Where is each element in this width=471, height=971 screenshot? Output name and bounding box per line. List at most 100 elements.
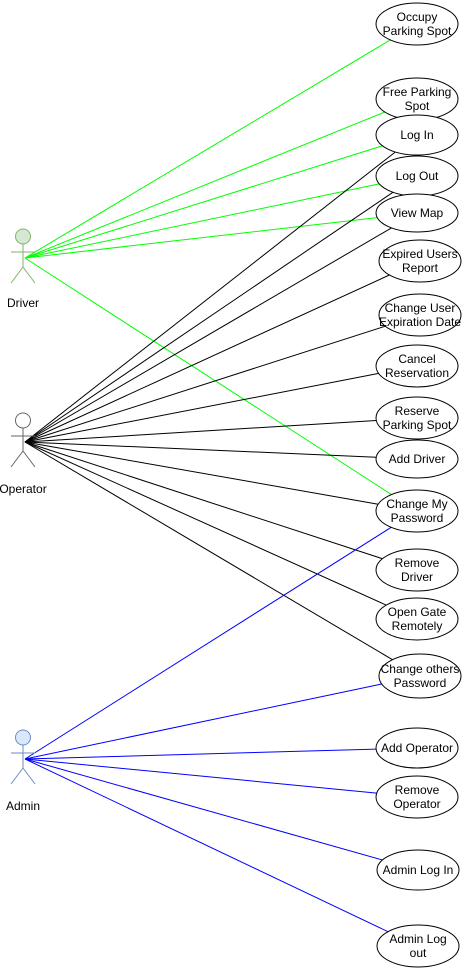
association-operator-add-driver <box>24 441 377 458</box>
use-case-view-map[interactable]: View Map <box>375 193 459 233</box>
association-operator-cancel-reservation <box>24 372 379 443</box>
use-case-label: Open Gate <box>388 605 447 619</box>
use-case-label: Change others <box>381 662 460 676</box>
use-case-ellipse <box>375 727 459 769</box>
use-case-ellipse <box>375 114 459 156</box>
use-case-add-operator[interactable]: Add Operator <box>375 727 459 769</box>
use-case-label: Remove <box>395 556 440 570</box>
use-case-label: Password <box>394 676 447 690</box>
association-admin-remove-operator <box>24 758 377 794</box>
use-case-ellipse <box>375 775 459 819</box>
use-case-label: Free Parking <box>383 85 452 99</box>
use-case-label: Driver <box>401 570 433 584</box>
use-case-label: Admin Log <box>389 932 446 946</box>
actor-label: Admin <box>6 799 40 813</box>
actor-admin: Admin <box>6 729 40 813</box>
use-case-label: Add Operator <box>381 741 453 755</box>
use-case-label: Add Driver <box>389 452 446 466</box>
use-case-label: Spot <box>405 99 430 113</box>
use-case-ellipse <box>378 239 462 283</box>
association-operator-reserve-parking-spot <box>24 420 377 443</box>
association-driver-change-my-password <box>24 257 392 496</box>
use-case-label: Occupy <box>397 10 438 24</box>
use-case-log-out[interactable]: Log Out <box>375 155 459 197</box>
use-case-label: Password <box>391 511 444 525</box>
actor-body <box>10 428 36 468</box>
actor-driver: Driver <box>7 228 39 310</box>
use-case-label: Reservation <box>385 366 449 380</box>
actor-head <box>15 729 31 746</box>
use-case-admin-log-in[interactable]: Admin Log In <box>376 849 460 891</box>
use-case-label: Parking Spot <box>383 24 452 38</box>
use-case-label: Expired Users <box>382 247 457 261</box>
use-case-log-in[interactable]: Log In <box>375 114 459 156</box>
association-driver-log-in <box>24 145 383 259</box>
association-admin-admin-log-in <box>24 758 383 861</box>
association-operator-expired-users-report <box>24 274 390 443</box>
association-driver-view-map <box>24 217 378 259</box>
use-case-label: Log Out <box>396 169 439 183</box>
association-admin-admin-log-out <box>24 758 389 933</box>
actor-head <box>15 412 31 429</box>
use-case-label: Reserve <box>395 404 440 418</box>
association-lines <box>24 39 396 933</box>
use-case-label: out <box>410 946 427 960</box>
use-case-label: Parking Spot <box>383 418 452 432</box>
association-operator-change-my-password <box>24 441 379 505</box>
use-case-ellipse <box>375 597 459 641</box>
association-operator-change-user-expiration-date <box>24 325 386 443</box>
use-case-label: Remove <box>395 783 440 797</box>
use-case-ellipse <box>375 344 459 388</box>
actor-label: Driver <box>7 296 39 310</box>
use-case-label: Cancel <box>398 352 435 366</box>
use-case-label: Operator <box>393 797 440 811</box>
use-case-ellipse <box>376 849 460 891</box>
use-case-ellipse <box>375 2 459 46</box>
use-case-ellipse <box>378 293 462 337</box>
use-case-ellipse <box>375 396 459 440</box>
association-admin-change-others-password <box>24 683 382 760</box>
use-case-ellipse <box>378 653 462 699</box>
use-case-label: Change User <box>385 301 456 315</box>
use-case-ellipse <box>375 193 459 233</box>
use-case-label: View Map <box>391 206 444 220</box>
association-operator-remove-driver <box>24 441 383 560</box>
use-case-add-driver[interactable]: Add Driver <box>375 439 459 479</box>
use-case-label: Remotely <box>392 619 443 633</box>
actor-head <box>15 228 31 245</box>
association-operator-change-others-password <box>24 441 393 661</box>
actor-label: Operator <box>0 482 47 496</box>
use-case-label: Change My <box>386 497 447 511</box>
use-case-label: Admin Log In <box>383 863 454 877</box>
association-operator-open-gate-remotely <box>24 441 387 606</box>
association-driver-free-parking-spot <box>24 111 386 259</box>
use-case-ellipse <box>375 489 459 533</box>
association-operator-log-in <box>24 151 396 443</box>
actor-operator: Operator <box>0 412 47 496</box>
actor-body <box>10 745 36 785</box>
use-case-label: Report <box>402 261 439 275</box>
use-case-ellipse <box>376 924 460 968</box>
actor-body <box>10 244 36 284</box>
association-operator-view-map <box>24 227 392 443</box>
use-case-ellipse <box>375 548 459 592</box>
association-driver-occupy-parking-spot <box>24 39 391 259</box>
association-driver-log-out <box>24 183 380 259</box>
association-admin-change-my-password <box>24 526 392 760</box>
use-case-label: Log In <box>400 128 433 142</box>
